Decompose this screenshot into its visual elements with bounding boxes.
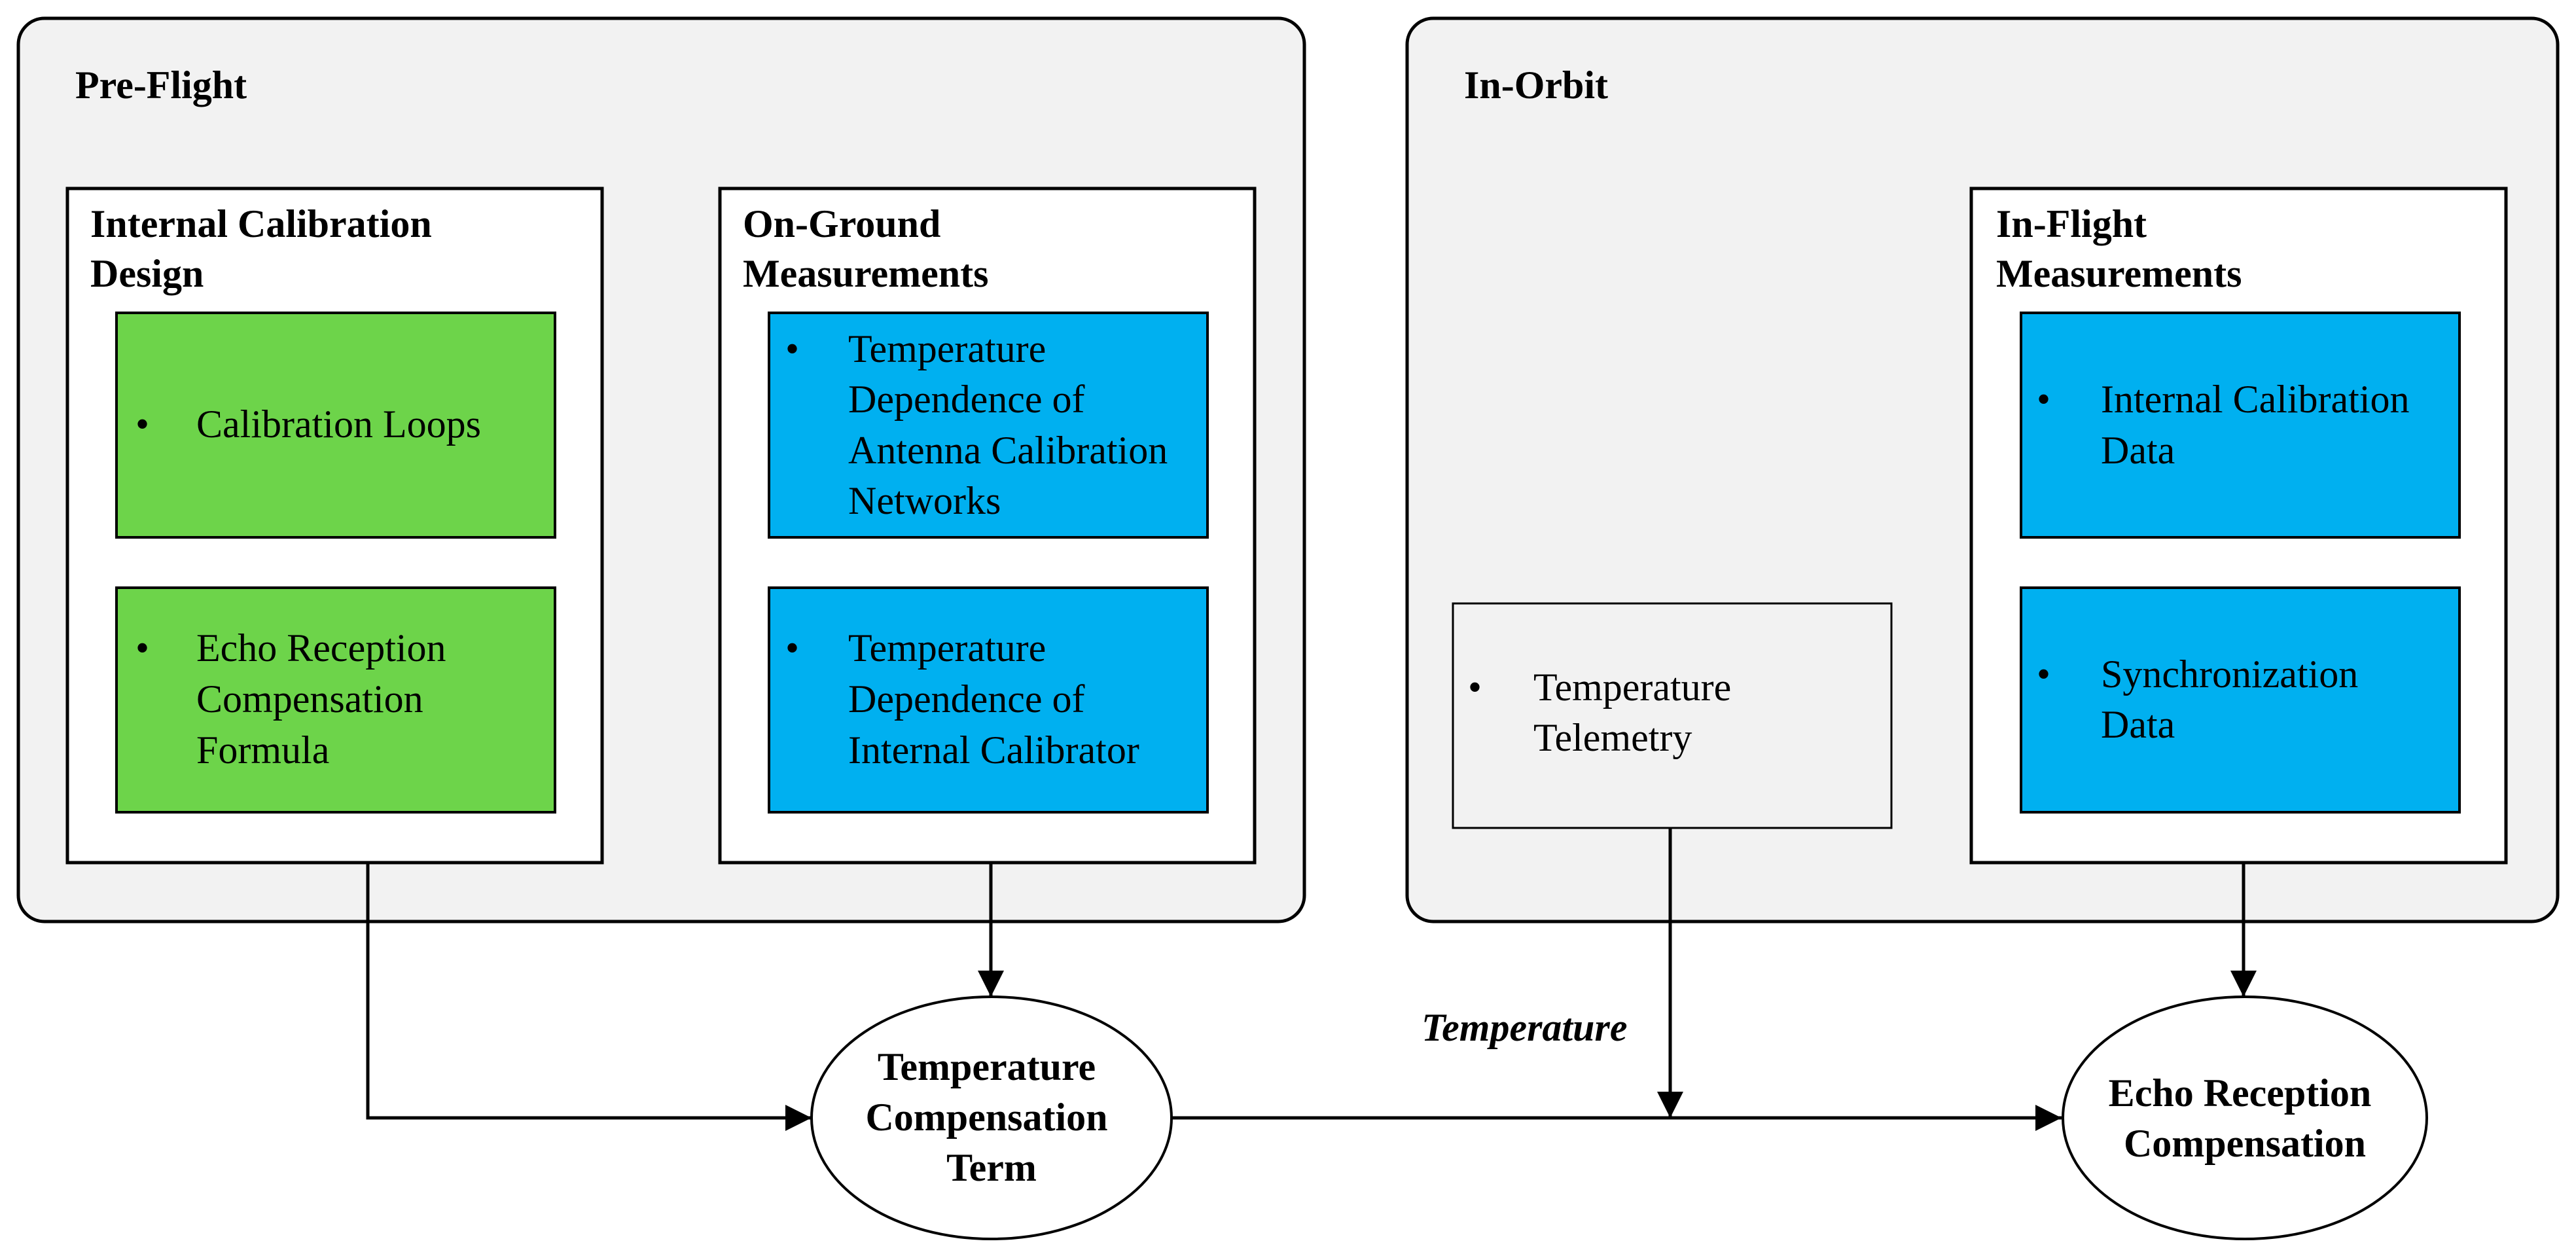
- temperature-compensation-term-node: [810, 995, 1173, 1240]
- calibration-loops-text: Calibration Loops: [196, 403, 481, 446]
- temperature-antenna-text: Temperature Dependence of Antenna Calibr…: [848, 327, 1177, 522]
- temperature-compensation-term-text: Temperature Compensation Term: [865, 1045, 1117, 1189]
- echo-reception-compensation-node: [2062, 995, 2428, 1240]
- bullet-marker: •: [785, 327, 799, 370]
- temperature-telemetry-text: Temperature Telemetry: [1533, 666, 1741, 759]
- echo-reception-formula-box: [115, 586, 556, 814]
- internal-calibration-data-text: Internal Calibration Data: [2101, 378, 2420, 472]
- bullet-marker: •: [785, 626, 799, 670]
- echo-reception-formula-text: Echo Reception Compensation Formula: [196, 626, 456, 772]
- temperature-calibrator-box: [768, 586, 1209, 814]
- internal-calibration-design-title: Internal Calibration Design: [90, 202, 442, 295]
- calibration-loops-box: [115, 312, 556, 539]
- synchronization-data-text: Synchronization Data: [2101, 653, 2368, 746]
- preflight-title: Pre-Flight: [75, 63, 247, 107]
- bullet-marker: •: [135, 626, 149, 670]
- inorbit-title: In-Orbit: [1464, 63, 1608, 107]
- connector-design-to-term: [366, 863, 812, 1131]
- echo-reception-compensation-text: Echo Reception Compensation: [2109, 1071, 2382, 1165]
- in-flight-measurements-title: In-Flight Measurements: [1996, 202, 2242, 295]
- temperature-calibrator-text: Temperature Dependence of Internal Calib…: [848, 626, 1139, 772]
- internal-calibration-data-box: [2020, 312, 2461, 539]
- on-ground-measurements-title: On-Ground Measurements: [743, 202, 988, 295]
- temperature-edge-label: Temperature: [1422, 1006, 1627, 1049]
- bullet-marker: •: [1468, 666, 1482, 709]
- temperature-telemetry-box: [1452, 602, 1893, 829]
- synchronization-data-box: [2020, 586, 2461, 814]
- bullet-marker: •: [2037, 378, 2050, 421]
- bullet-marker: •: [135, 403, 149, 446]
- bullet-marker: •: [2037, 653, 2050, 696]
- temperature-antenna-box: [768, 312, 1209, 539]
